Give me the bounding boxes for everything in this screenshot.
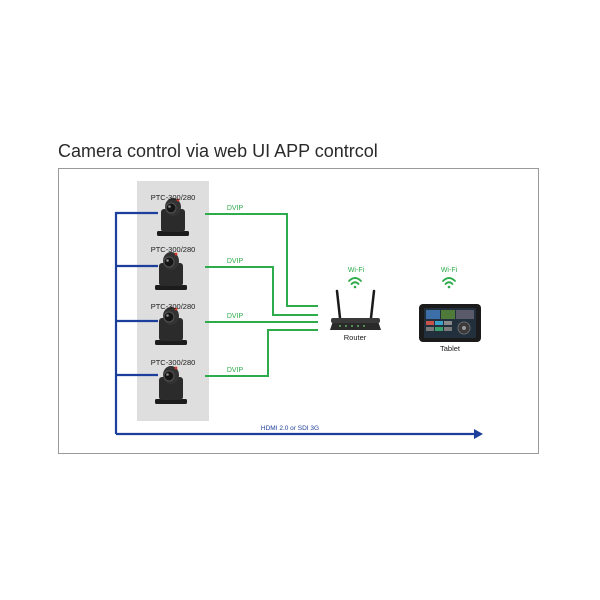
camera-3 bbox=[155, 307, 187, 345]
camera-2-model-label: PTC-300/280 bbox=[151, 245, 196, 254]
camera-1-model-label: PTC-300/280 bbox=[151, 193, 196, 202]
router-icon bbox=[330, 289, 381, 330]
hdmi-sdi-label: HDMI 2.0 or SDI 3G bbox=[261, 425, 319, 432]
camera-2-dvip-label: DVIP bbox=[227, 258, 244, 265]
camera-4-dvip-label: DVIP bbox=[227, 367, 244, 374]
camera-1-dvip-label: DVIP bbox=[227, 205, 244, 212]
diagram-frame bbox=[58, 168, 539, 454]
tablet-wifi-label: Wi-Fi bbox=[441, 267, 458, 274]
router-wifi-label: Wi-Fi bbox=[348, 267, 365, 274]
tablet-icon bbox=[419, 304, 481, 342]
ptz-camera-icon bbox=[155, 307, 187, 345]
camera-2 bbox=[155, 252, 187, 290]
ptz-camera-icon bbox=[155, 366, 187, 404]
camera-3-dvip-label: DVIP bbox=[227, 313, 244, 320]
camera-1 bbox=[157, 198, 189, 236]
dvip-lines bbox=[205, 213, 318, 377]
camera-4-model-label: PTC-300/280 bbox=[151, 358, 196, 367]
ptz-camera-icon bbox=[155, 252, 187, 290]
router-wifi-icon bbox=[348, 277, 362, 289]
tablet-label: Tablet bbox=[440, 344, 461, 353]
camera-4 bbox=[155, 366, 187, 404]
camera-3-model-label: PTC-300/280 bbox=[151, 302, 196, 311]
ptz-camera-icon bbox=[157, 198, 189, 236]
tablet-wifi-icon bbox=[442, 277, 456, 289]
router-label: Router bbox=[344, 333, 367, 342]
diagram-title: Camera control via web UI APP contrcol bbox=[58, 141, 378, 161]
hdmi-sdi-bus bbox=[114, 211, 483, 439]
